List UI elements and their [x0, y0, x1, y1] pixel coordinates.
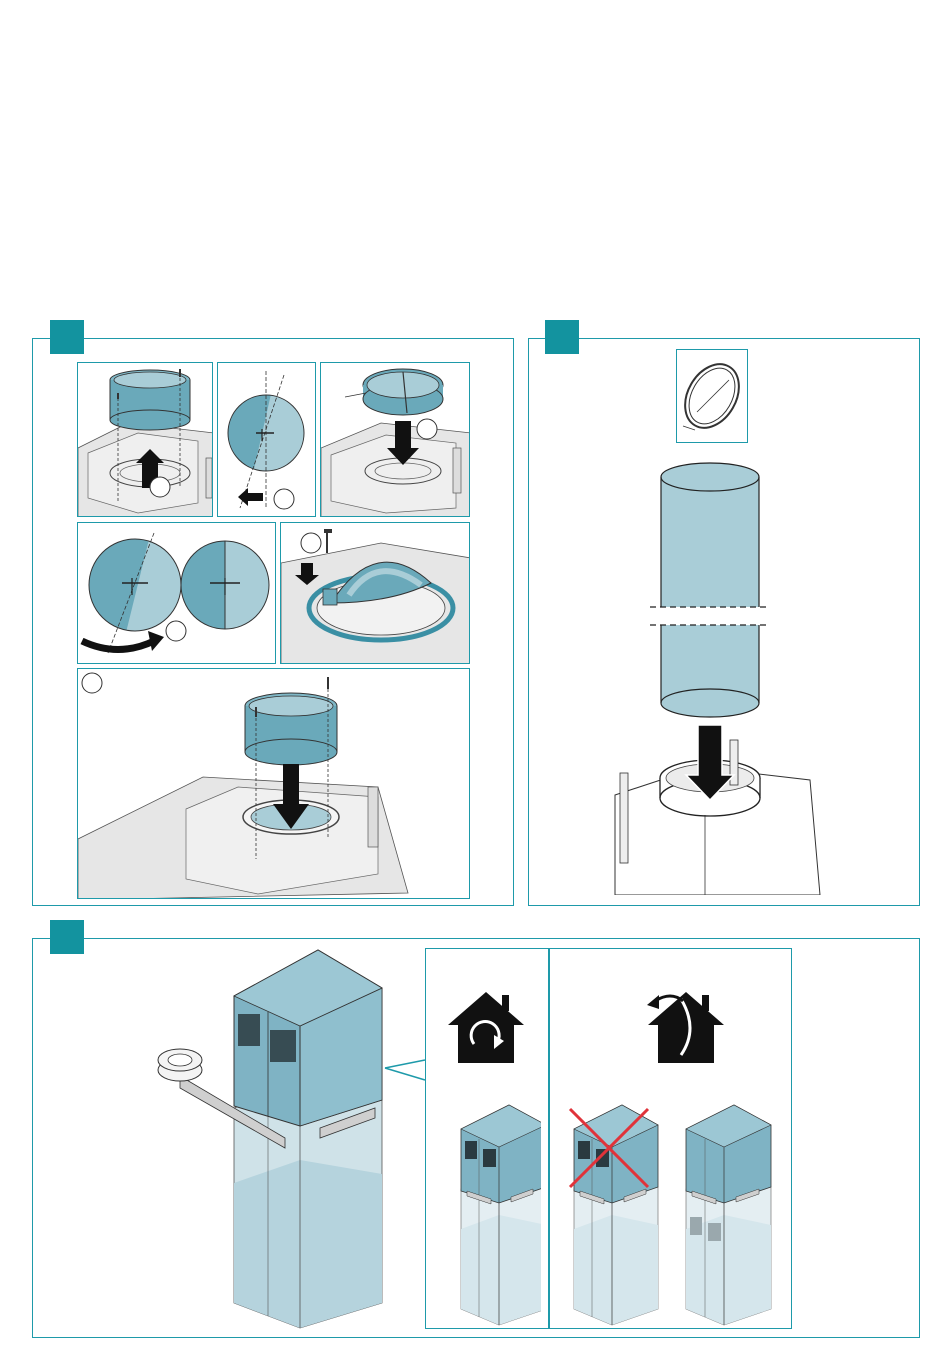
step-badge-b	[545, 320, 579, 354]
house-recirculation-icon	[446, 989, 526, 1069]
house-extraction-icon	[631, 989, 731, 1069]
options-divider	[548, 949, 550, 1328]
figure-remove-adapter	[77, 362, 213, 517]
figure-insert-flap	[320, 362, 470, 517]
figure-rotate-flap	[77, 522, 276, 664]
step-badge-a	[50, 320, 84, 354]
chimney-extraction-wrong	[566, 1099, 666, 1329]
figure-refit-adapter	[77, 668, 470, 899]
duct-diameter-icon	[676, 349, 748, 443]
figure-screw-flap	[280, 522, 470, 664]
step-badge-c	[50, 920, 84, 954]
figure-chimney-assembly	[150, 948, 440, 1333]
chimney-extraction-correct	[681, 1099, 781, 1329]
figure-fold-flap	[217, 362, 316, 517]
chimney-recirculation	[441, 1099, 541, 1329]
options-box	[425, 948, 792, 1329]
figure-duct-install	[600, 455, 840, 895]
